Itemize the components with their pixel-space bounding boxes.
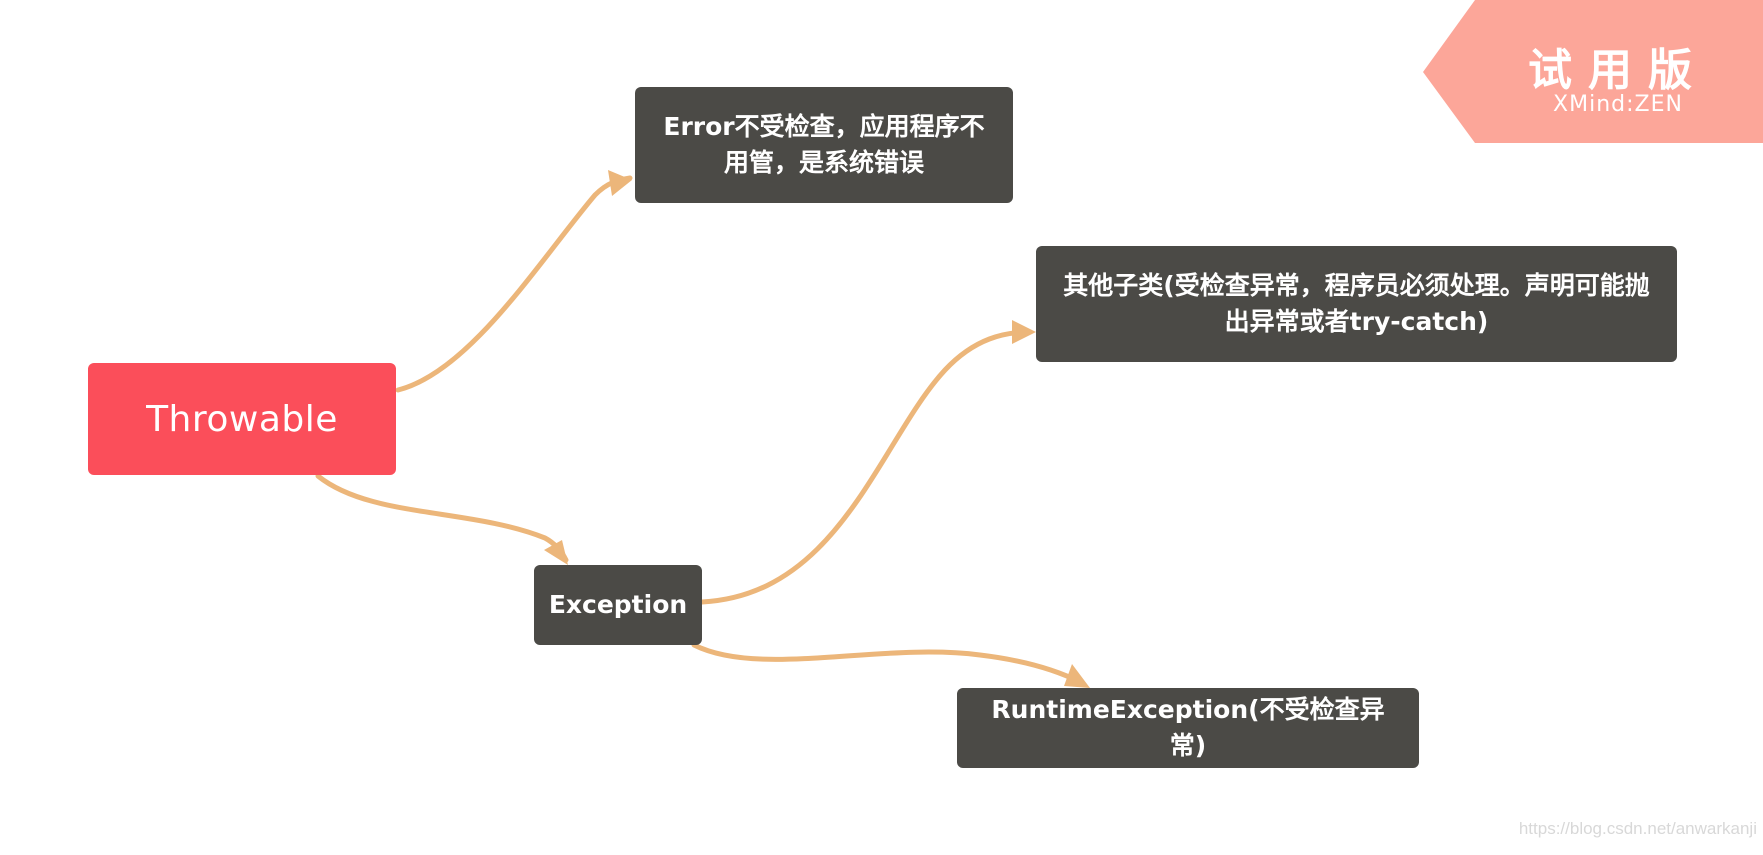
node-checked-exceptions-label: 其他子类(受检查异常，程序员必须处理。声明可能抛出异常或者try-catch) (1063, 271, 1650, 336)
connector-throwable-exception (315, 473, 569, 563)
trial-badge-subtitle: XMind:ZEN (1553, 92, 1683, 117)
connector-exception-runtime (691, 642, 1083, 685)
arrowhead-error (608, 170, 632, 196)
arrowhead-runtime (1064, 664, 1090, 688)
node-error[interactable]: Error不受检查，应用程序不用管，是系统错误 (635, 87, 1013, 203)
node-runtime-exception-label: RuntimeException(不受检查异常) (991, 695, 1385, 760)
node-runtime-exception[interactable]: RuntimeException(不受检查异常) (957, 688, 1419, 768)
source-watermark: https://blog.csdn.net/anwarkanji (1518, 819, 1757, 838)
trial-badge: 试用版 XMind:ZEN (1423, 0, 1763, 143)
arrowhead-exception (544, 540, 568, 565)
connector-exception-checked (699, 329, 1033, 605)
node-checked-exceptions[interactable]: 其他子类(受检查异常，程序员必须处理。声明可能抛出异常或者try-catch) (1036, 246, 1677, 362)
node-error-label: Error不受检查，应用程序不用管，是系统错误 (663, 112, 985, 177)
connector-throwable-error (395, 175, 633, 393)
arrowhead-checked (1012, 320, 1036, 344)
node-exception-label: Exception (548, 590, 688, 619)
node-throwable[interactable]: Throwable (88, 363, 396, 475)
trial-badge-title: 试用版 (1528, 45, 1708, 96)
node-throwable-label: Throwable (146, 398, 338, 440)
node-exception[interactable]: Exception (534, 565, 702, 645)
trial-badge-shape (1423, 0, 1763, 143)
